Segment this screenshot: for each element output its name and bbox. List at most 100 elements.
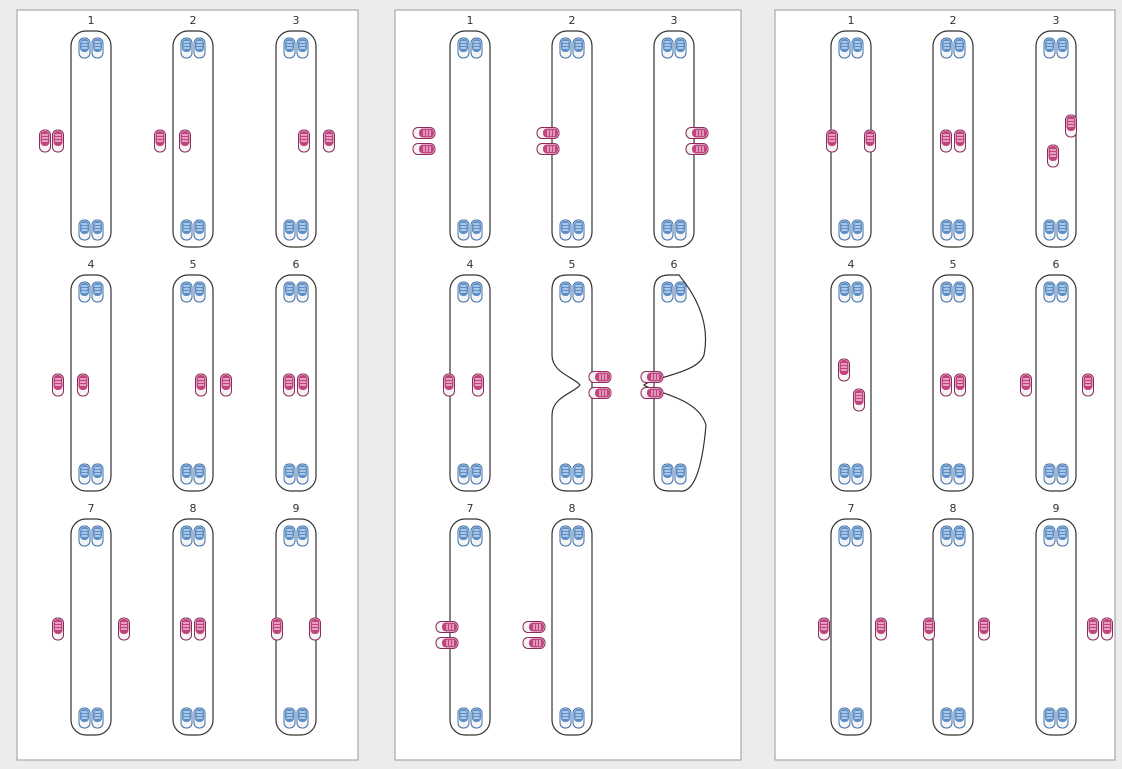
blue-sneaker-icon — [194, 526, 205, 546]
blue-sneaker-icon — [941, 464, 952, 484]
pink-sneaker-icon — [854, 389, 865, 411]
pink-sneaker-icon — [819, 618, 830, 640]
blue-sneaker-icon — [284, 220, 295, 240]
blue-sneaker-icon — [573, 38, 584, 58]
blue-sneaker-icon — [662, 220, 673, 240]
blue-sneaker-icon — [194, 282, 205, 302]
blue-sneaker-icon — [181, 464, 192, 484]
blue-sneaker-icon — [92, 464, 103, 484]
cell-number-label: 8 — [190, 502, 197, 515]
blue-sneaker-icon — [92, 282, 103, 302]
pink-sneaker-icon — [310, 618, 321, 640]
pink-sneaker-icon — [641, 372, 663, 383]
blue-sneaker-icon — [839, 220, 850, 240]
blue-sneaker-icon — [1044, 526, 1055, 546]
blue-sneaker-icon — [941, 282, 952, 302]
cell-number-label: 2 — [950, 14, 957, 27]
blue-sneaker-icon — [1044, 38, 1055, 58]
blue-sneaker-icon — [181, 708, 192, 728]
blue-sneaker-icon — [1057, 282, 1068, 302]
blue-sneaker-icon — [181, 282, 192, 302]
pink-sneaker-icon — [1102, 618, 1113, 640]
pink-sneaker-icon — [324, 130, 335, 152]
blue-sneaker-icon — [471, 220, 482, 240]
blue-sneaker-icon — [1044, 708, 1055, 728]
cell-number-label: 5 — [569, 258, 576, 271]
blue-sneaker-icon — [852, 526, 863, 546]
cell-number-label: 2 — [569, 14, 576, 27]
pink-sneaker-icon — [589, 372, 611, 383]
pink-sneaker-icon — [155, 130, 166, 152]
blue-sneaker-icon — [675, 464, 686, 484]
pink-sneaker-icon — [523, 622, 545, 633]
blue-sneaker-icon — [284, 282, 295, 302]
blue-sneaker-icon — [573, 526, 584, 546]
cell-number-label: 4 — [467, 258, 474, 271]
cell-number-label: 7 — [848, 502, 855, 515]
blue-sneaker-icon — [1057, 464, 1068, 484]
pink-sneaker-icon — [1048, 145, 1059, 167]
blue-sneaker-icon — [92, 38, 103, 58]
cell-number-label: 3 — [671, 14, 678, 27]
cell-number-label: 9 — [293, 502, 300, 515]
pink-sneaker-icon — [537, 128, 559, 139]
blue-sneaker-icon — [297, 38, 308, 58]
pink-sneaker-icon — [181, 618, 192, 640]
pink-sneaker-icon — [284, 374, 295, 396]
blue-sneaker-icon — [194, 464, 205, 484]
blue-sneaker-icon — [471, 38, 482, 58]
pink-sneaker-icon — [272, 618, 283, 640]
blue-sneaker-icon — [852, 464, 863, 484]
pink-sneaker-icon — [876, 618, 887, 640]
cell-number-label: 1 — [848, 14, 855, 27]
blue-sneaker-icon — [954, 282, 965, 302]
pink-sneaker-icon — [955, 374, 966, 396]
pink-sneaker-icon — [955, 130, 966, 152]
blue-sneaker-icon — [79, 38, 90, 58]
pink-sneaker-icon — [53, 374, 64, 396]
blue-sneaker-icon — [839, 38, 850, 58]
blue-sneaker-icon — [852, 220, 863, 240]
pink-sneaker-icon — [839, 359, 850, 381]
pink-sneaker-icon — [1083, 374, 1094, 396]
pink-sneaker-icon — [413, 144, 435, 155]
blue-sneaker-icon — [458, 464, 469, 484]
blue-sneaker-icon — [194, 220, 205, 240]
blue-sneaker-icon — [954, 220, 965, 240]
blue-sneaker-icon — [1057, 38, 1068, 58]
blue-sneaker-icon — [458, 282, 469, 302]
pink-sneaker-icon — [195, 618, 206, 640]
blue-sneaker-icon — [297, 526, 308, 546]
blue-sneaker-icon — [79, 220, 90, 240]
blue-sneaker-icon — [852, 708, 863, 728]
blue-sneaker-icon — [471, 526, 482, 546]
blue-sneaker-icon — [954, 526, 965, 546]
blue-sneaker-icon — [941, 220, 952, 240]
cell-number-label: 3 — [293, 14, 300, 27]
blue-sneaker-icon — [284, 464, 295, 484]
blue-sneaker-icon — [839, 282, 850, 302]
blue-sneaker-icon — [297, 282, 308, 302]
blue-sneaker-icon — [79, 464, 90, 484]
pink-sneaker-icon — [924, 618, 935, 640]
blue-sneaker-icon — [675, 220, 686, 240]
pink-sneaker-icon — [686, 128, 708, 139]
blue-sneaker-icon — [573, 708, 584, 728]
cell-number-label: 7 — [467, 502, 474, 515]
blue-sneaker-icon — [181, 220, 192, 240]
cell-number-label: 6 — [671, 258, 678, 271]
pink-sneaker-icon — [1021, 374, 1032, 396]
cell-number-label: 9 — [1053, 502, 1060, 515]
pink-sneaker-icon — [53, 618, 64, 640]
pink-sneaker-icon — [436, 622, 458, 633]
blue-sneaker-icon — [1044, 220, 1055, 240]
cell-number-label: 1 — [467, 14, 474, 27]
cell-number-label: 7 — [88, 502, 95, 515]
pink-sneaker-icon — [641, 388, 663, 399]
cell-number-label: 4 — [848, 258, 855, 271]
blue-sneaker-icon — [458, 220, 469, 240]
blue-sneaker-icon — [297, 220, 308, 240]
blue-sneaker-icon — [471, 708, 482, 728]
pink-sneaker-icon — [537, 144, 559, 155]
